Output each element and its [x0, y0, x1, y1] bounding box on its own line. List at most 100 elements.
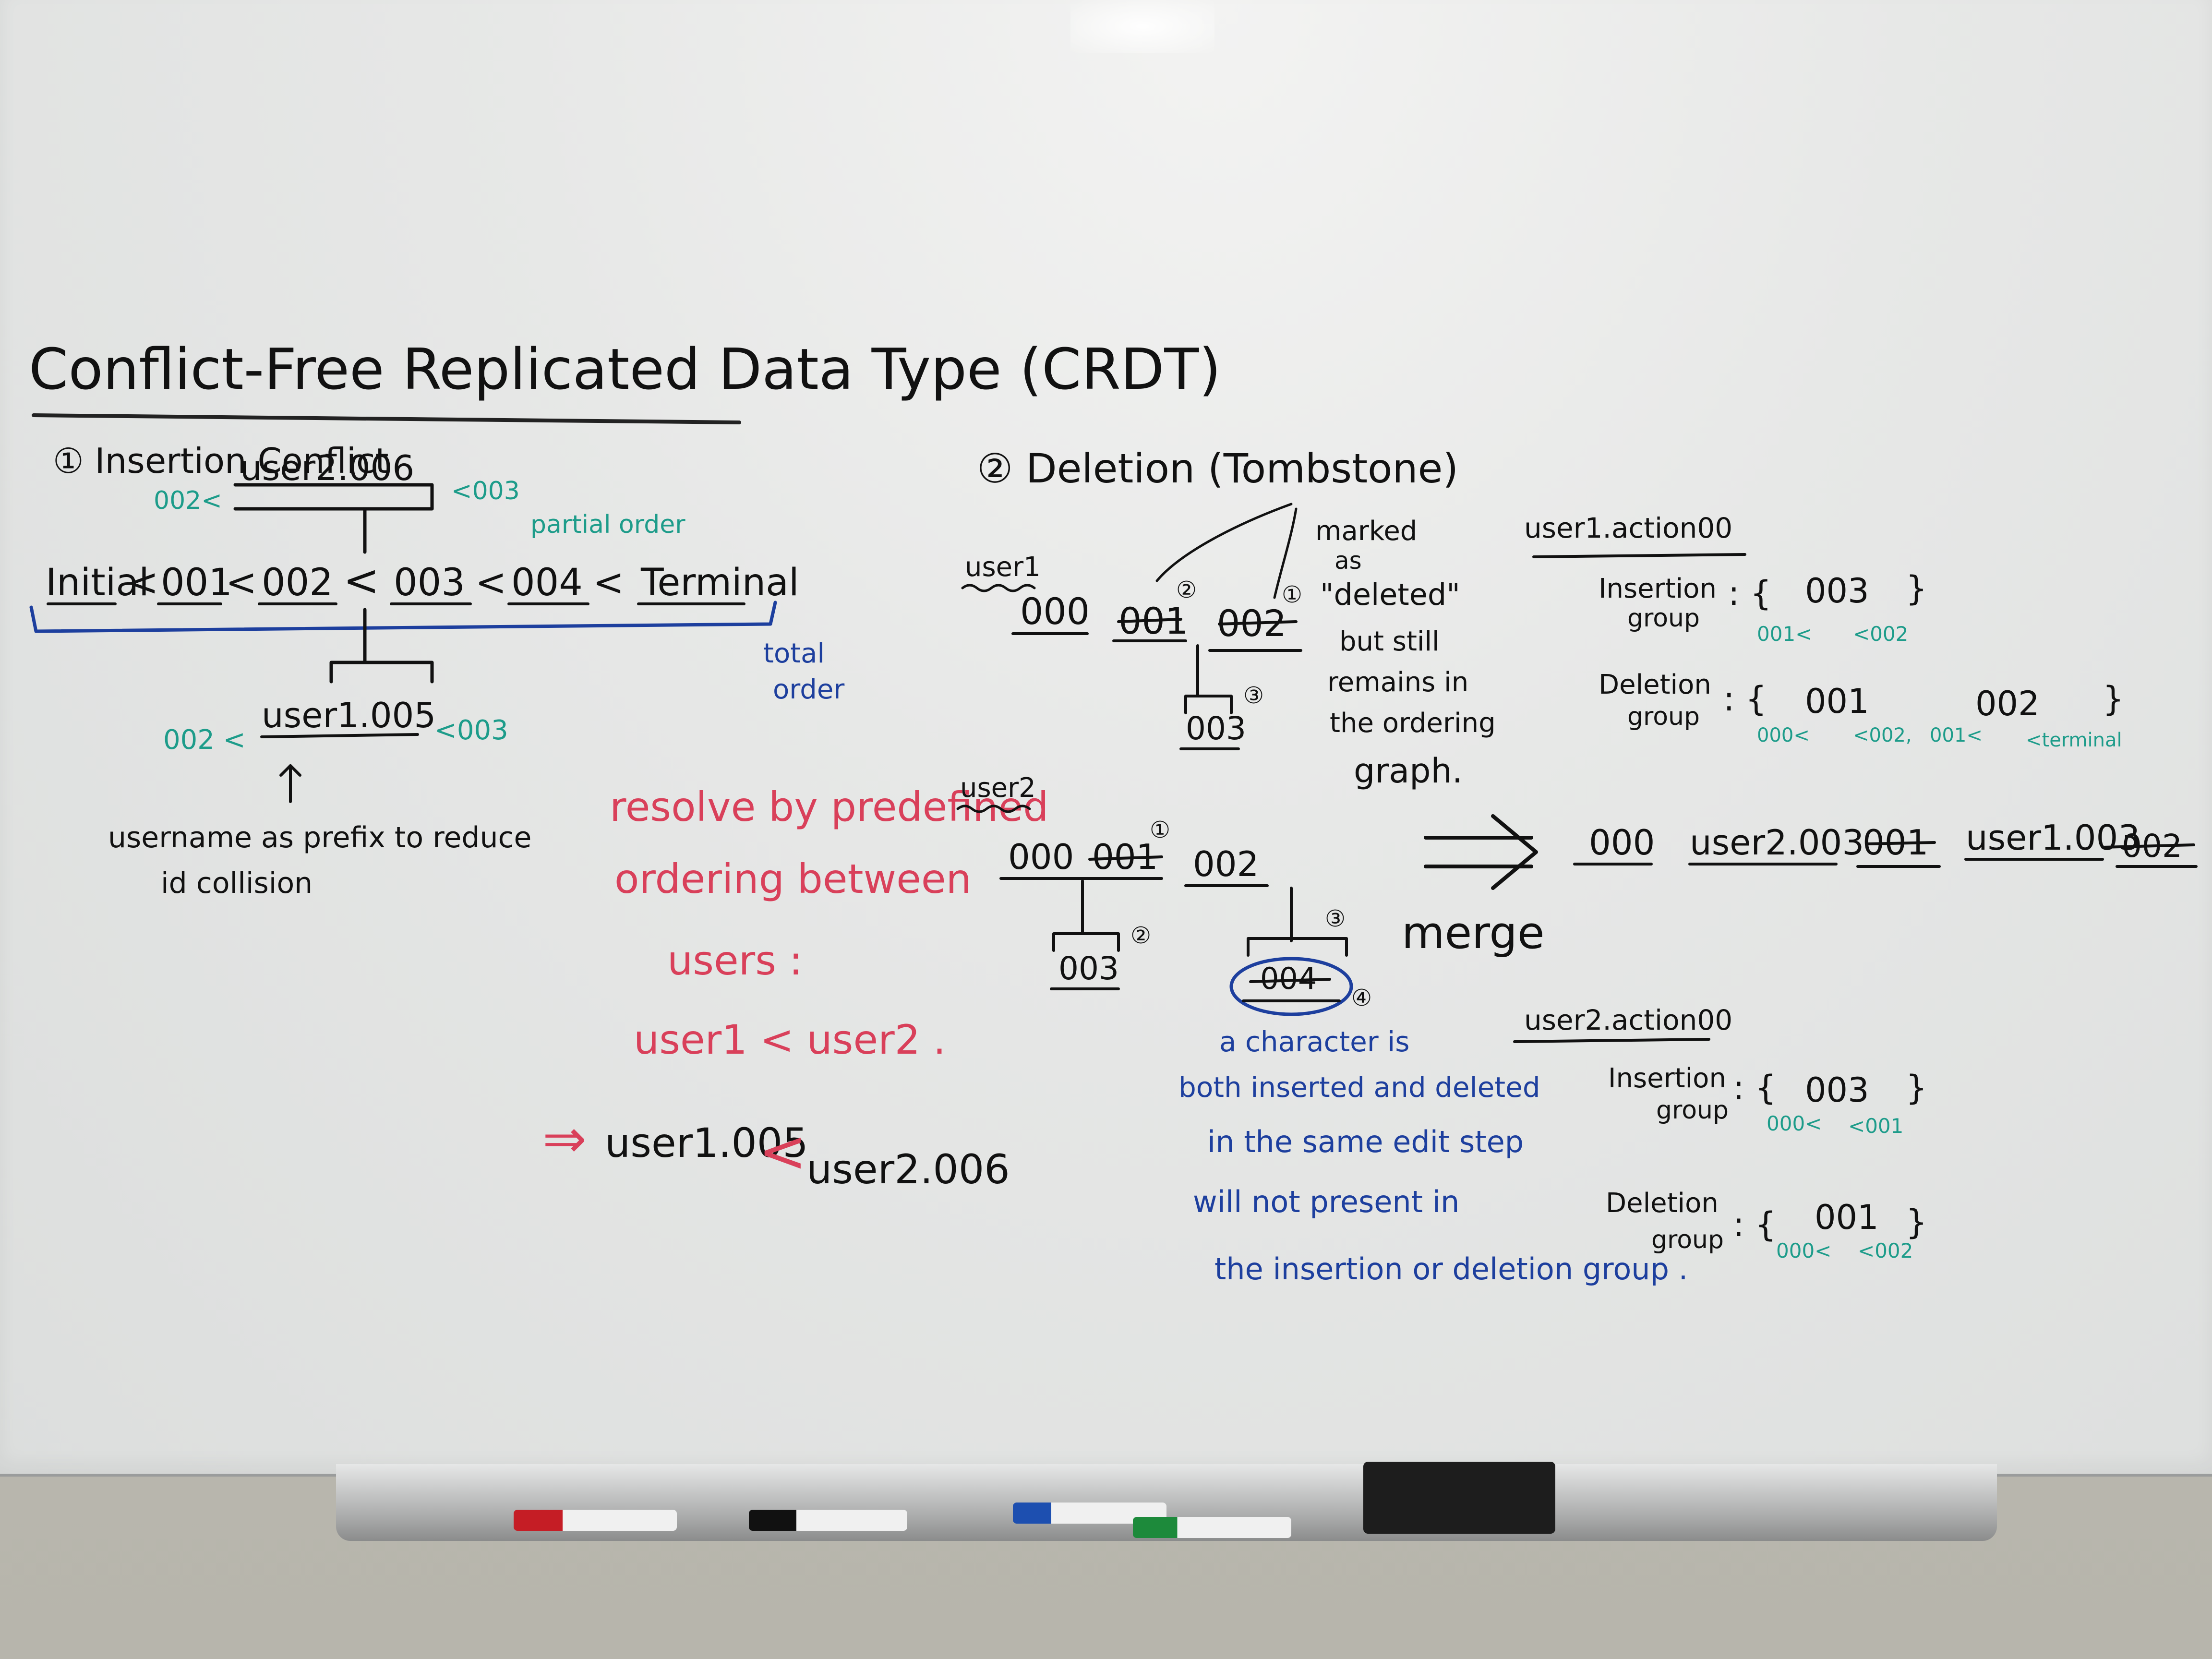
merged-user1-003: user1.003 [1966, 817, 2140, 858]
marked-line: but still [1339, 626, 1440, 657]
action2-colon-brace2: : { [1733, 1205, 1776, 1244]
action2-ins-sub-right: <001 [1848, 1114, 1903, 1138]
action1-heading: user1.action00 [1524, 512, 1732, 544]
black-marker [749, 1510, 907, 1531]
merged-user2-003: user2.003 [1690, 822, 1864, 863]
chain-terminal: Terminal [640, 561, 799, 604]
action2-heading: user2.action00 [1524, 1004, 1732, 1036]
total-label: total [763, 638, 825, 669]
action1-del-v1: 001 [1805, 682, 1869, 721]
merge-label: merge [1402, 907, 1544, 959]
bottom-node: user1.005 [262, 695, 436, 735]
prefix-note-line1: username as prefix to reduce [108, 821, 531, 854]
action1-del-v1-right: <002, [1853, 724, 1912, 746]
action2-ins-sub-left: 000< [1767, 1112, 1822, 1135]
action1-del-v1-left: 000< [1757, 724, 1810, 746]
action1-del-v2-right: <terminal [2026, 729, 2122, 751]
u1-child-003: 003 [1186, 710, 1246, 747]
action1-ins-sub-left: 001< [1757, 622, 1812, 646]
partial-order-label: partial order [530, 510, 685, 539]
chain-002: 002 [262, 561, 333, 604]
action1-ins-label: Insertion [1599, 573, 1717, 604]
marked-line: marked [1315, 516, 1417, 547]
blue-line: will not present in [1193, 1184, 1459, 1219]
light-glare [1070, 0, 1214, 53]
red-marker [514, 1510, 677, 1531]
green-marker [1133, 1517, 1291, 1538]
chain-lt: < [475, 561, 506, 604]
action1-close-brace: } [1906, 569, 1927, 608]
user2-label: user2 [960, 772, 1036, 804]
title: Conflict-Free Replicated Data Type (CRDT… [29, 336, 1221, 402]
badge: ② [1130, 922, 1151, 949]
blue-line: both inserted and deleted [1178, 1071, 1540, 1104]
order-label: order [773, 674, 845, 705]
eraser [1363, 1462, 1555, 1534]
merge-result: 000 user2.003 001 user1.003 002 [1573, 817, 2198, 868]
user1-label: user1 [965, 552, 1041, 583]
chain-lt: < [226, 561, 257, 604]
section2-heading: ② Deletion (Tombstone) [977, 445, 1458, 492]
result-left: user1.005 [605, 1119, 808, 1166]
chain-lt: < [127, 561, 158, 604]
action2-ins-label: Insertion [1608, 1063, 1726, 1094]
top-right-order: <003 [451, 477, 520, 505]
prefix-note-line2: id collision [161, 866, 313, 900]
badge: ① [1282, 581, 1302, 608]
chain-initial: Initial [46, 561, 149, 604]
resolve-arrow: ⇒ [542, 1108, 587, 1169]
marked-line: "deleted" [1320, 577, 1460, 612]
action2-del-label2: group [1651, 1226, 1724, 1254]
marked-line: the ordering [1330, 708, 1496, 739]
chain: Initial < 001 < 002 < 003 < 004 < Termin… [46, 555, 799, 606]
action1-colon-brace2: : { [1723, 679, 1767, 719]
badge: ① [1150, 817, 1170, 843]
badge: ④ [1351, 985, 1372, 1011]
action1-del-v2-left: 001< [1930, 724, 1983, 746]
marked-note: marked as "deleted" but still remains in… [1315, 516, 1496, 791]
chain-lt: < [343, 555, 379, 606]
resolve-line4: user1 < user2 . [634, 1016, 946, 1063]
chain-lt: < [593, 561, 624, 604]
bottom-left-order: 002 < [163, 724, 246, 756]
action1-del-label: Deletion [1599, 669, 1711, 700]
blue-line: a character is [1219, 1025, 1409, 1058]
action2-del-label: Deletion [1606, 1188, 1719, 1219]
resolve-line3: users : [667, 937, 803, 984]
action2-ins-label2: group [1656, 1096, 1729, 1125]
marked-line: graph. [1354, 751, 1463, 791]
u2-node-000: 000 [1008, 837, 1074, 877]
blue-line: the insertion or deletion group . [1214, 1251, 1688, 1286]
badge: ③ [1243, 682, 1264, 709]
blue-note: a character is both inserted and deleted… [1178, 1025, 1688, 1286]
action1-ins-label2: group [1627, 604, 1700, 633]
whiteboard [0, 0, 2212, 1477]
top-node: user2.006 [240, 448, 414, 488]
action1-ins-value: 003 [1805, 571, 1869, 611]
action2-close-brace2: } [1906, 1202, 1927, 1242]
action2-del-value: 001 [1815, 1198, 1879, 1237]
chain-003: 003 [394, 561, 465, 604]
action1-del-label2: group [1627, 702, 1700, 731]
resolve-line1: resolve by predefined [610, 783, 1049, 830]
marked-line: remains in [1327, 667, 1468, 698]
merged-000: 000 [1589, 822, 1655, 863]
action2-del-sub-left: 000< [1776, 1239, 1831, 1262]
action1-ins-sub-right: <002 [1853, 622, 1908, 646]
result-right: user2.006 [806, 1146, 1010, 1193]
action2-colon-brace: : { [1733, 1068, 1776, 1107]
merge-arrow [1424, 814, 1538, 890]
bottom-right-order: <003 [434, 715, 508, 746]
section1-heading: ① Insertion Conflict [53, 441, 389, 481]
action1-close-brace2: } [2103, 679, 2124, 719]
top-left-order: 002< [154, 486, 222, 515]
action1-colon-brace: : { [1728, 574, 1771, 613]
chain-001: 001 [161, 561, 232, 604]
u2-child-003: 003 [1058, 950, 1119, 987]
result-lt: < [758, 1118, 807, 1185]
u2-node-002: 002 [1193, 844, 1259, 884]
resolve-line2: ordering between [614, 855, 972, 902]
action2-del-sub-right: <002 [1858, 1239, 1913, 1262]
blue-line: in the same edit step [1207, 1124, 1524, 1159]
